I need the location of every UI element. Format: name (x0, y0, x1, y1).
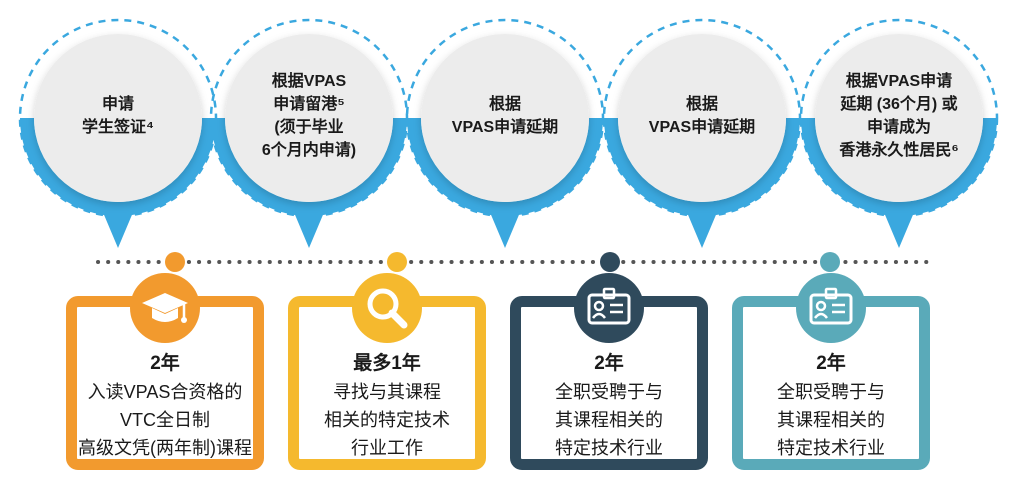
phase-4-text: 2年 全职受聘于与 其课程相关的 特定技术行业 (731, 350, 931, 462)
step-bubble-5 (799, 18, 999, 248)
timeline-marker-1 (165, 252, 185, 272)
step-bubble-1 (18, 18, 218, 248)
step-bubble-2 (209, 18, 409, 248)
timeline-marker-2 (387, 252, 407, 272)
step-bubble-4 (602, 18, 802, 248)
step-bubble-3 (405, 18, 605, 248)
id-badge-icon (574, 273, 644, 343)
phase-1-duration: 2年 (150, 353, 180, 374)
phase-4-duration: 2年 (816, 353, 846, 374)
phase-1-text: 2年 入读VPAS合资格的 VTC全日制 高级文凭(两年制)课程 (65, 350, 265, 462)
id-badge-icon (796, 273, 866, 343)
step-3-text: 根据 VPAS申请延期 (451, 96, 559, 136)
timeline-marker-3 (600, 252, 620, 272)
phase-3-text: 2年 全职受聘于与 其课程相关的 特定技术行业 (509, 350, 709, 462)
step-2-text: 根据VPAS 申请留港⁵ (须于毕业 6个月内申请) (261, 73, 357, 159)
step-5-text: 根据VPAS申请 延期 (36个月) 或 申请成为 香港永久性居民⁶ (839, 73, 959, 159)
phase-3-duration: 2年 (594, 353, 624, 374)
phase-2-text: 最多1年 寻找与其课程 相关的特定技术 行业工作 (287, 350, 487, 462)
step-4-text: 根据 VPAS申请延期 (648, 96, 756, 136)
graduation-cap-icon (130, 273, 200, 343)
magnifier-icon (352, 273, 422, 343)
step-1-text: 申请 学生签证⁴ (82, 96, 154, 136)
timeline-marker-4 (820, 252, 840, 272)
phase-2-duration: 最多1年 (353, 353, 421, 374)
